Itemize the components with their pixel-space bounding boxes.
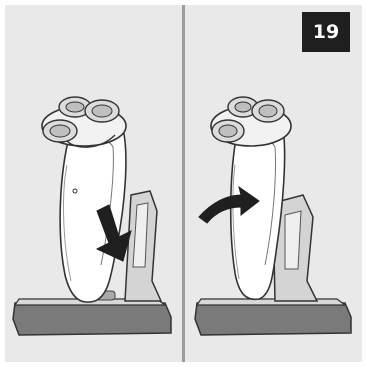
panel-left (5, 5, 182, 362)
shaving-head (42, 97, 126, 147)
page-number-badge: 19 (302, 12, 350, 52)
illustration-frame (5, 5, 362, 362)
shaver-on-stand-illustration (5, 5, 182, 362)
shaving-head (211, 97, 291, 146)
panel-right (185, 5, 362, 362)
shaver-on-stand-illustration (185, 5, 362, 362)
